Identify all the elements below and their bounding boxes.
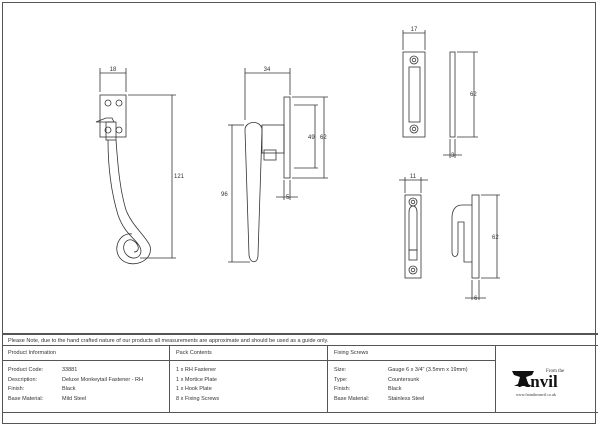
logo-url: www.fromtheanvil.co.uk (516, 392, 556, 397)
pack-item: 1 x Mortice Plate (176, 376, 217, 383)
info-row: Description: Deluxe Monkeytail Fastener -… (8, 376, 169, 386)
dim-plate-height: 62 (320, 135, 327, 141)
pack-item: 8 x Fixing Screws (176, 395, 220, 402)
dim-fastener-height: 121 (174, 174, 185, 180)
dim-plate-thickness: 5 (286, 195, 290, 201)
pack-item: 1 x Hook Plate (176, 386, 212, 392)
screw-label: Size: (334, 367, 347, 373)
dim-fastener-width: 18 (110, 67, 117, 73)
info-label: Product Code: (8, 367, 44, 373)
screw-row: Type: Countersunk (334, 376, 495, 386)
dim-mortice-height: 62 (470, 92, 477, 98)
fastener-side-view (228, 68, 328, 263)
fixing-screws-section: Fixing Screws Size: Gauge 6 x 3/4" (3.5mm… (328, 346, 496, 412)
product-information-section: Product Information Product Code: 33881 D… (2, 346, 170, 412)
pack-contents-title: Pack Contents (170, 346, 327, 361)
screw-value: Gauge 6 x 3/4" (3.5mm x 19mm) (388, 367, 468, 373)
dim-handle-length: 96 (221, 192, 228, 198)
screw-label: Finish: (334, 386, 351, 392)
dim-plate-inner: 49 (308, 135, 315, 141)
anvil-logo: From the Anvil www.fromtheanvil.co.uk (496, 346, 598, 412)
hook-plate-views (399, 177, 500, 300)
info-row: Finish: Black (8, 385, 169, 395)
screw-value: Black (388, 386, 402, 392)
table-bottom-border (2, 412, 598, 413)
info-label: Base Material: (8, 395, 44, 402)
info-label: Description: (8, 376, 38, 383)
info-row: Product Code: 33881 (8, 366, 169, 376)
logo-brand-text: Anvil (518, 372, 558, 391)
fixing-screws-title: Fixing Screws (328, 346, 495, 361)
screw-value: Countersunk (388, 376, 420, 383)
anvil-icon (512, 371, 534, 386)
info-value: Deluxe Monkeytail Fastener - RH (62, 376, 144, 383)
pack-contents-section: Pack Contents 1 x RH Fastener 1 x Mortic… (170, 346, 328, 412)
measurement-note: Please Note, due to the hand crafted nat… (2, 333, 598, 346)
dim-mortice-thickness: 3 (451, 153, 455, 159)
screw-label: Type: (334, 376, 348, 383)
screw-label: Base Material: (334, 395, 370, 402)
fastener-front-view (95, 68, 176, 265)
pack-item: 1 x RH Fastener (176, 367, 217, 373)
screw-row: Size: Gauge 6 x 3/4" (3.5mm x 19mm) (334, 366, 495, 376)
mortice-plate-views (402, 30, 478, 158)
screw-row: Base Material: Stainless Steel (334, 395, 495, 405)
logo-from-text: From the (546, 369, 565, 374)
dim-hook-width: 11 (410, 174, 417, 180)
screw-value: Stainless Steel (388, 395, 425, 402)
info-value: 33881 (62, 367, 78, 373)
info-value: Black (62, 386, 76, 392)
product-information-title: Product Information (2, 346, 169, 361)
info-label: Finish: (8, 386, 25, 392)
screw-row: Finish: Black (334, 385, 495, 395)
dim-hook-thickness: 6 (474, 296, 478, 302)
technical-drawing: 18 121 34 96 49 62 5 17 62 3 11 62 6 (95, 27, 500, 302)
info-value: Mild Steel (62, 395, 87, 402)
page-frame (2, 2, 596, 424)
dim-hook-height: 62 (492, 235, 499, 241)
dim-fastener-depth: 34 (264, 67, 271, 73)
info-row: Base Material: Mild Steel (8, 395, 169, 405)
dim-mortice-width: 17 (411, 27, 418, 33)
